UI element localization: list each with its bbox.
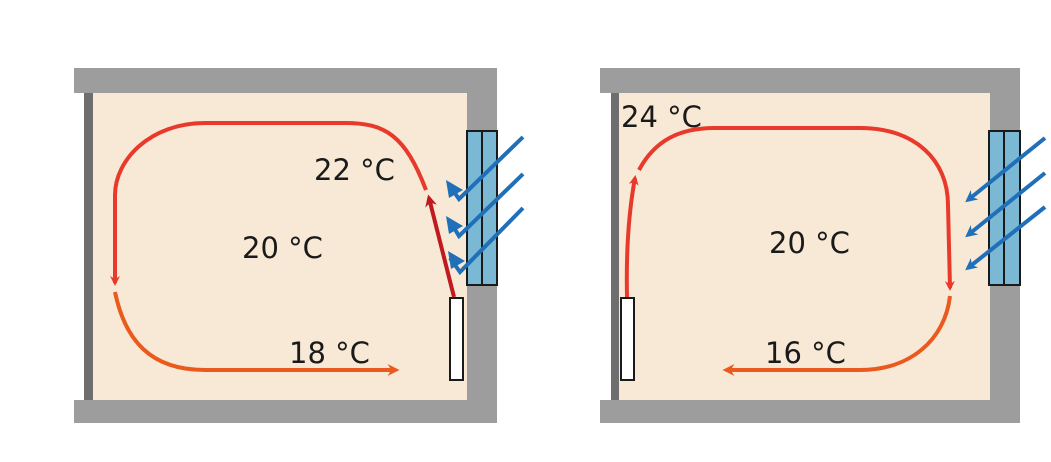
- rising-air-flow: [624, 175, 639, 298]
- ceiling-wall: [600, 68, 1020, 93]
- floor-wall: [600, 400, 1020, 423]
- radiator: [620, 297, 635, 381]
- right-room: 24 °C 20 °C 16 °C: [600, 68, 1047, 423]
- cold-draft-arrows: [965, 136, 1047, 271]
- floor-wall: [74, 400, 497, 423]
- label-center-temp: 20 °C: [769, 226, 850, 260]
- cool-air-flow: [722, 295, 952, 376]
- radiator: [449, 297, 464, 381]
- label-center-temp: 20 °C: [242, 231, 323, 265]
- label-top-temp: 22 °C: [314, 153, 395, 187]
- cold-draft-arrowheads: [446, 180, 465, 269]
- label-top-temp: 24 °C: [621, 100, 702, 134]
- rising-air-arrow: [425, 194, 456, 298]
- label-bottom-temp: 18 °C: [289, 336, 370, 370]
- room-interior: [619, 93, 990, 400]
- warm-air-flow: [637, 126, 955, 291]
- left-room: 22 °C 20 °C 18 °C: [74, 68, 525, 423]
- cool-air-flow: [113, 291, 400, 376]
- ceiling-wall: [74, 68, 497, 93]
- inner-wall: [84, 93, 93, 400]
- warm-air-flow: [110, 121, 428, 286]
- inner-wall: [611, 93, 619, 400]
- room-interior: [93, 93, 467, 400]
- label-bottom-temp: 16 °C: [765, 336, 846, 370]
